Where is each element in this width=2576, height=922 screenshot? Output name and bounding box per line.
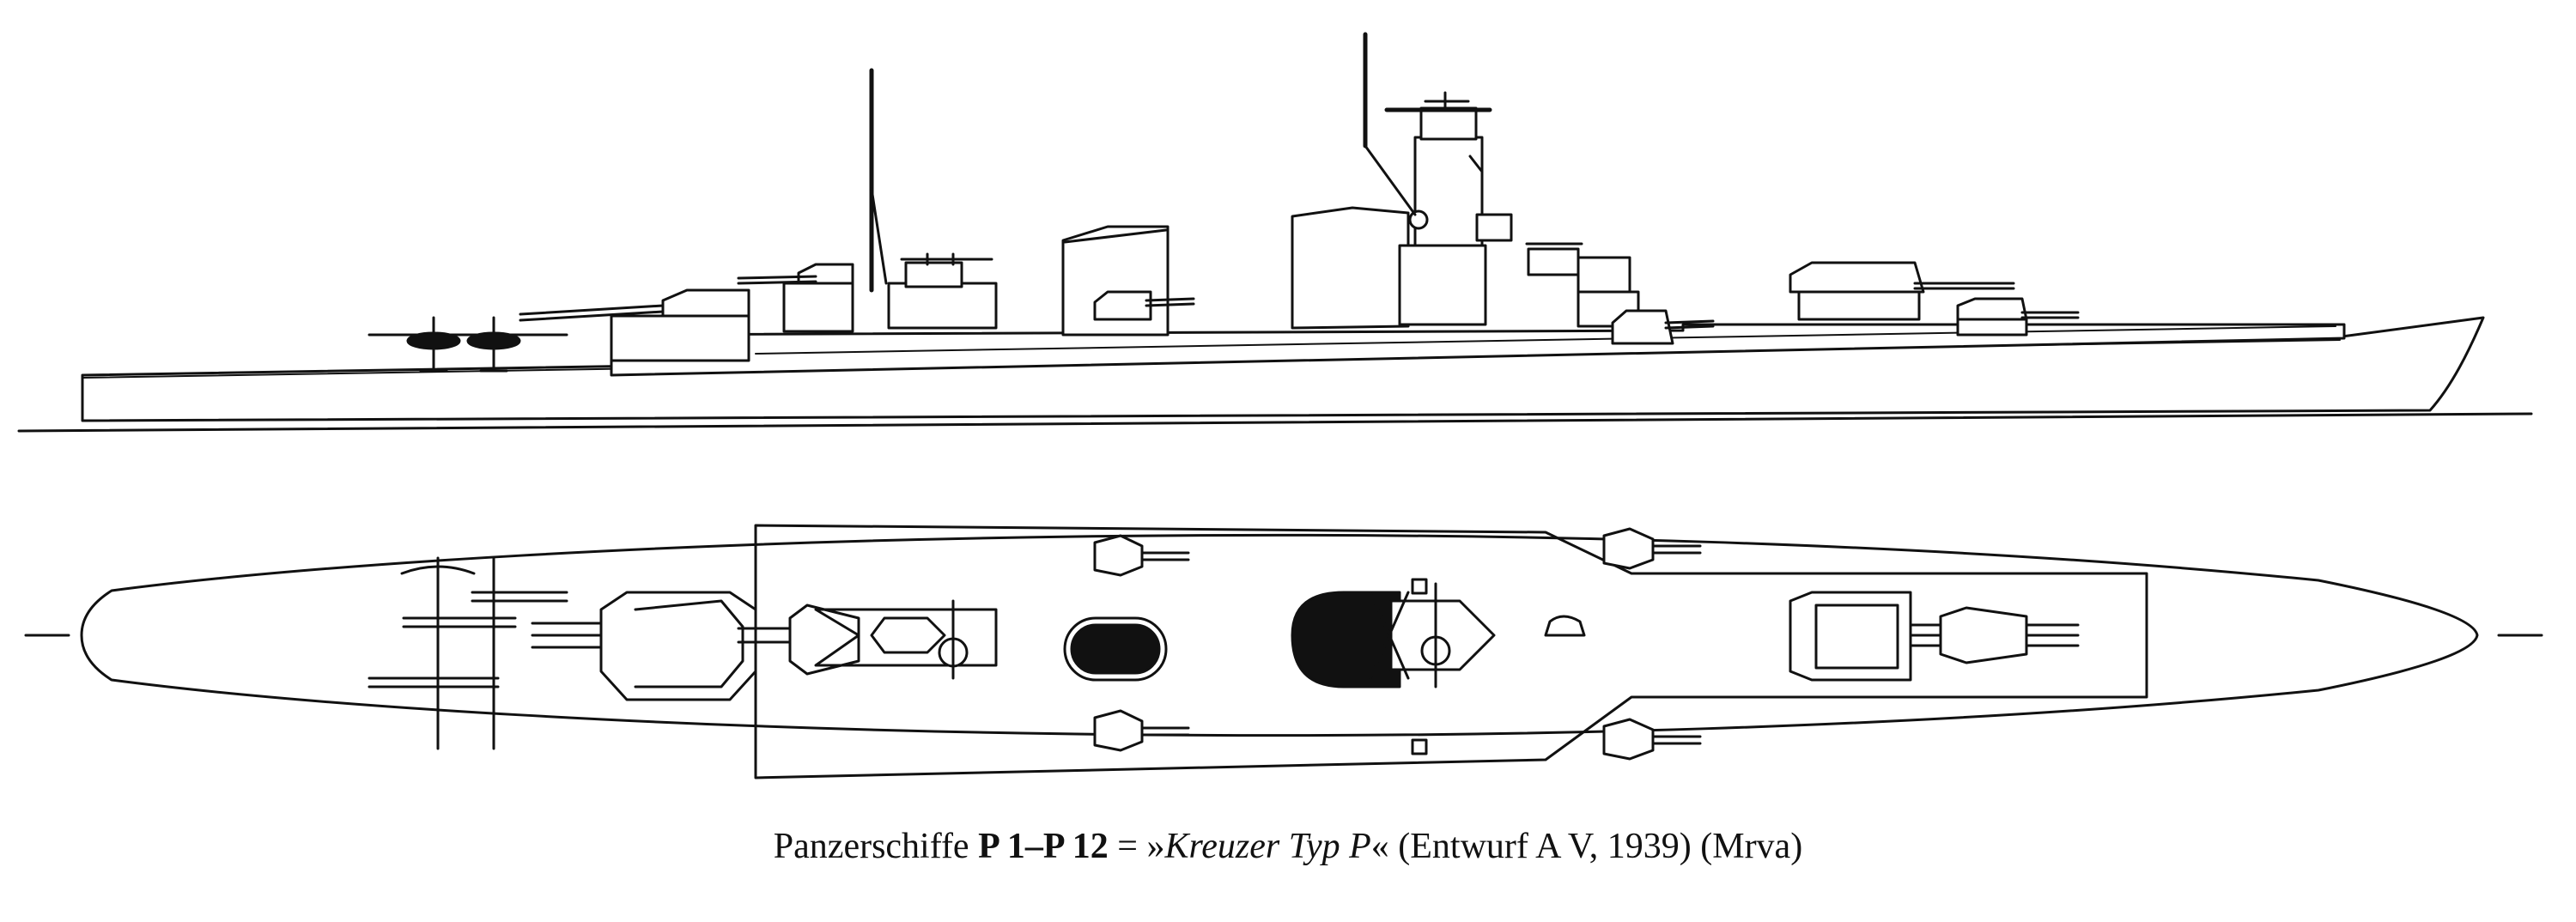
caption-quote-open: »	[1146, 827, 1165, 866]
plan-bridge	[1291, 578, 1496, 755]
side-elevation	[17, 32, 2533, 433]
superstructure-line	[755, 325, 2336, 355]
figure-caption: Panzerschiffe P 1–P 12 = »Kreuzer Typ P«…	[0, 822, 2576, 870]
plan-secondary-aft-stbd	[1093, 709, 1190, 752]
midships-turret	[1093, 290, 1195, 321]
aircraft-side-1	[368, 316, 483, 373]
plan-view	[24, 524, 2543, 779]
foremast	[1363, 32, 1417, 216]
superstructure-deck	[610, 323, 2346, 377]
caption-design-note: (Entwurf A V, 1939)	[1388, 827, 1692, 866]
plan-secondary-fwd-stbd	[1602, 718, 1702, 761]
aircraft-side-2	[453, 316, 568, 373]
plan-superstructure-deck	[754, 524, 2148, 779]
plan-aircraft-2	[471, 556, 568, 750]
waterline	[17, 412, 2533, 433]
forward-turret-lower	[1956, 297, 2080, 337]
aft-turret-b	[519, 288, 750, 362]
bridge-superstructure	[1291, 91, 1513, 330]
caption-equals: =	[1108, 827, 1147, 866]
caption-type-name: Kreuzer Typ P	[1164, 827, 1371, 866]
caption-quote-close: «	[1370, 827, 1389, 866]
forward-turret-a	[1789, 261, 2015, 321]
plan-aircraft-1	[368, 556, 517, 750]
plan-secondary-aft-port	[1093, 534, 1190, 577]
plan-forward-director	[1544, 615, 1586, 637]
aft-director	[887, 252, 998, 330]
forward-director	[1525, 242, 1640, 328]
forward-secondary-turret	[1611, 309, 1715, 345]
plan-aft-turret-c	[737, 604, 860, 676]
hull-profile	[81, 316, 2485, 422]
plan-forward-turret-b	[1939, 606, 2080, 664]
plan-funnel	[1063, 616, 1168, 682]
aft-mast	[869, 68, 888, 293]
caption-prefix: Panzerschiffe	[773, 827, 979, 866]
plan-aft-turret-b	[531, 591, 757, 701]
plan-forward-turret-a	[1789, 591, 1968, 682]
caption-source: (Mrva)	[1691, 827, 1803, 866]
plan-secondary-fwd-port	[1602, 527, 1702, 570]
plan-hull	[80, 533, 2479, 737]
plan-aft-director	[814, 599, 998, 680]
aft-turret-c	[737, 263, 854, 333]
caption-designation: P 1–P 12	[978, 827, 1109, 866]
